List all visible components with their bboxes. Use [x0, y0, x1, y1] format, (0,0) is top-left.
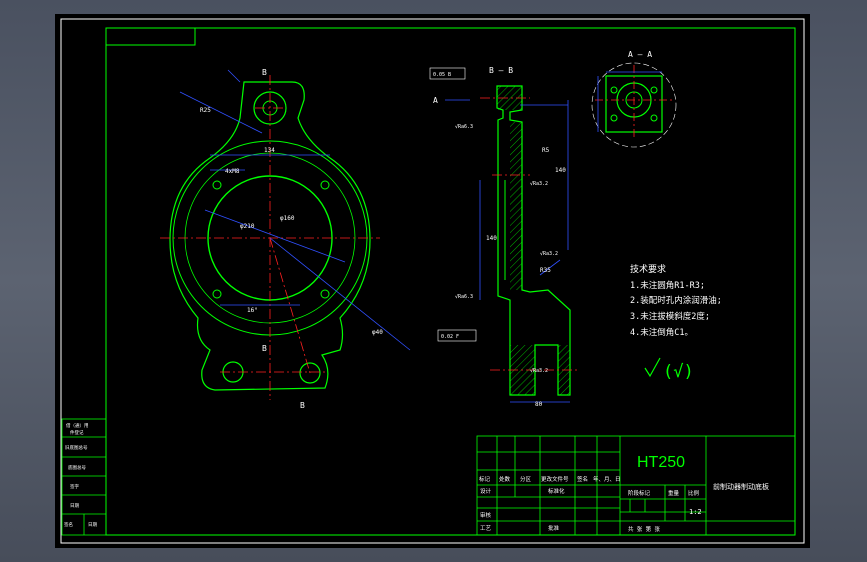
svg-text:√Ra3.2: √Ra3.2 — [530, 368, 548, 374]
svg-text:√Ra6.3: √Ra6.3 — [455, 294, 473, 300]
view-label-aa: A — A — [628, 50, 652, 59]
drawing-sheet — [55, 14, 810, 548]
tb-row-review: 审核 — [480, 511, 492, 519]
section-label-bb: B — B — [489, 66, 513, 75]
svg-text:80: 80 — [535, 401, 543, 408]
tech-requirements-title: 技术要求 — [630, 263, 666, 275]
scale-value: 1:2 — [689, 508, 702, 516]
roughness-symbol-icon — [644, 357, 661, 378]
side-row-6: 日期 — [70, 503, 79, 509]
tech-requirement-1: 1.未注圆角R1-R3; — [630, 280, 705, 291]
tb-row-process: 工艺 — [480, 525, 492, 532]
tb-header-2: 处数 — [499, 475, 511, 483]
svg-text:0.05 B: 0.05 B — [433, 72, 451, 78]
section-mark-bottom: B — [300, 401, 305, 410]
side-sign-col: 签名 — [64, 521, 73, 528]
svg-text:φ210: φ210 — [240, 223, 255, 230]
tb-weight-label: 重量 — [668, 489, 680, 497]
side-row-2: 件登记 — [70, 429, 84, 436]
svg-text:134: 134 — [264, 147, 275, 154]
svg-text:140: 140 — [486, 235, 497, 242]
tb-header-5: 签名 — [577, 475, 588, 483]
tb-row-standard: 标准化 — [548, 487, 565, 495]
svg-text:0.02 F: 0.02 F — [441, 334, 459, 340]
roughness-note: (√) — [663, 362, 694, 382]
tb-sheet-info: 共 张 第 张 — [628, 525, 660, 533]
svg-text:√Ra6.3: √Ra6.3 — [455, 124, 473, 130]
svg-text:140: 140 — [555, 167, 566, 174]
tb-row-approve: 批准 — [548, 524, 560, 532]
side-row-4: 底图总号 — [68, 464, 86, 471]
tb-stage-label: 阶段标记 — [628, 489, 651, 497]
side-row-1: 借（通）用 — [66, 422, 89, 429]
tb-header-4: 更改文件号 — [541, 475, 569, 483]
svg-text:φ160: φ160 — [280, 215, 295, 222]
front-view: R25 134 4xM8 φ210 φ160 φ40 16° B B B — [160, 68, 411, 410]
section-mark-top: B — [262, 68, 267, 77]
tb-header-1: 标记 — [479, 475, 491, 483]
tech-requirement-3: 3.未注拔模斜度2度; — [630, 311, 710, 322]
part-name: 前制动器制动底板 — [713, 482, 769, 491]
tb-scale-label: 比例 — [688, 489, 700, 497]
side-date-col: 日期 — [88, 522, 97, 528]
inner-frame — [105, 27, 796, 536]
side-table — [61, 418, 107, 536]
svg-text:R5: R5 — [542, 147, 550, 154]
tb-row-design: 设计 — [480, 487, 492, 495]
svg-text:16°: 16° — [247, 307, 258, 314]
section-mark-mid: B — [262, 344, 267, 353]
svg-text:√Ra3.2: √Ra3.2 — [530, 181, 548, 187]
svg-text:√Ra3.2: √Ra3.2 — [540, 251, 558, 257]
svg-text:R35: R35 — [540, 267, 551, 274]
tb-header-6: 年、月、日 — [593, 475, 621, 483]
outer-frame — [60, 18, 805, 544]
tech-requirement-4: 4.未注倒角C1。 — [630, 327, 693, 338]
section-view-bb: B — B A 0.05 B 140 140 80 R35 R5 — [429, 66, 580, 408]
svg-text:φ40: φ40 — [372, 329, 383, 336]
tb-header-3: 分区 — [520, 475, 532, 483]
view-aa: A — A — [591, 50, 677, 148]
side-row-3: 旧底图总号 — [65, 444, 88, 451]
corner-box — [105, 27, 196, 46]
svg-text:4xM8: 4xM8 — [225, 168, 240, 175]
material-label: HT250 — [637, 454, 685, 471]
view-arrow-a: A — [433, 96, 438, 105]
side-row-5: 签字 — [70, 483, 79, 490]
svg-text:R25: R25 — [200, 107, 211, 114]
tech-requirement-2: 2.装配时孔内涂润滑油; — [630, 295, 722, 306]
tech-requirements: 技术要求 1.未注圆角R1-R3; 2.装配时孔内涂润滑油; 3.未注拔模斜度2… — [630, 263, 722, 382]
title-block — [476, 435, 796, 536]
